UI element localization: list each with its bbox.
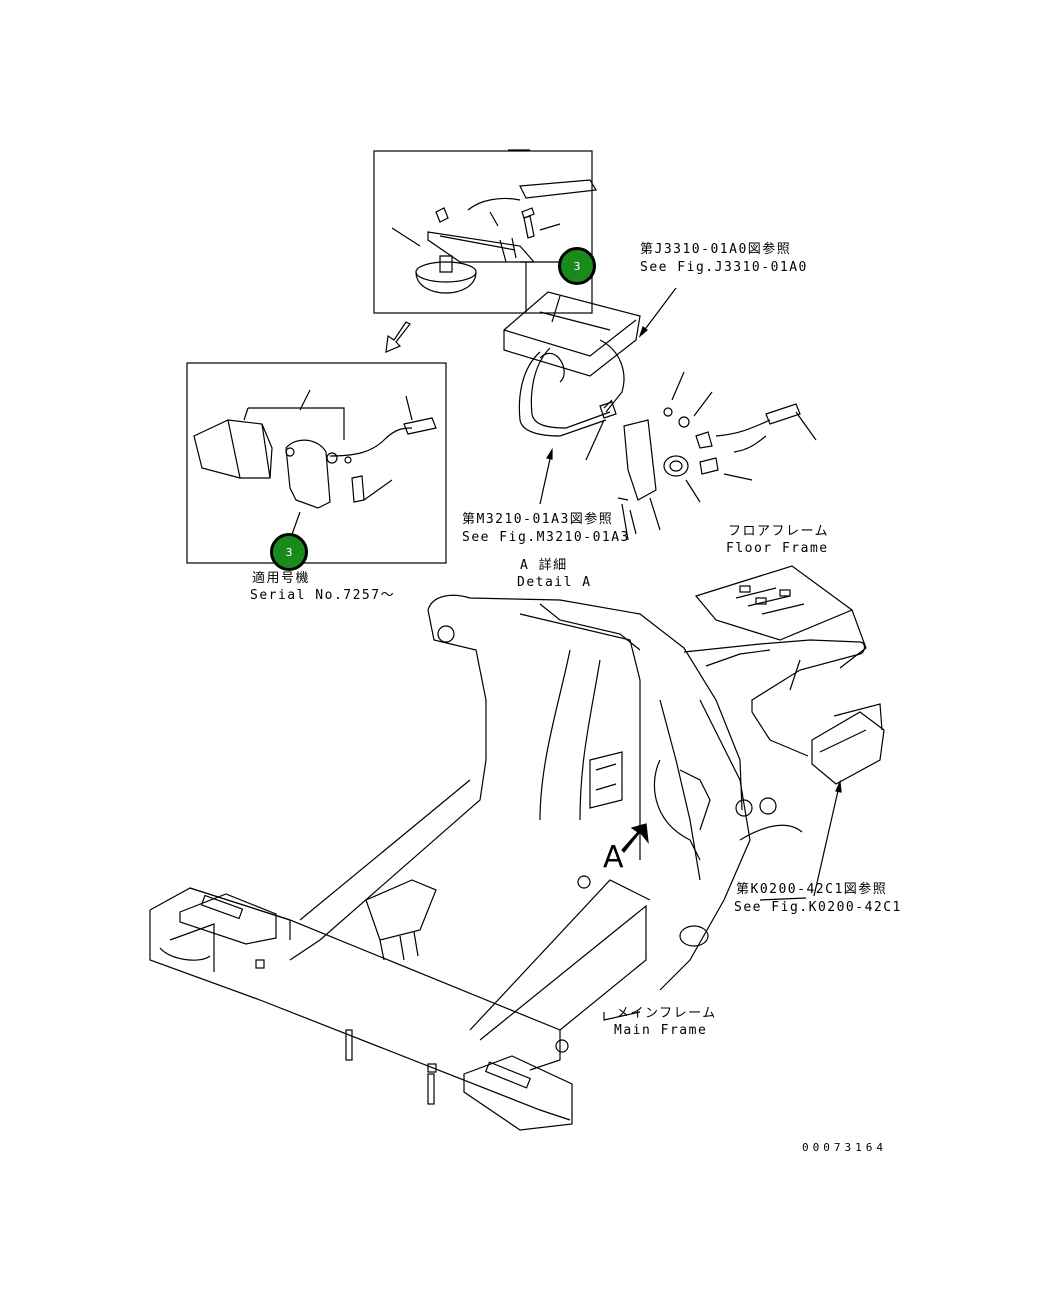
floor-frame-en: Floor Frame [726,541,829,556]
detail-a-en: Detail A [517,575,592,590]
transfer-arrow [385,321,411,353]
serial-jp: 適用号機 [252,571,311,586]
main-frame-en: Main Frame [614,1023,708,1038]
floor-frame-jp: フロアフレーム [728,524,830,539]
ref-m3210-en: See Fig.M3210-01A3 [462,530,630,545]
top-detail-box [373,149,597,314]
ref-j3310-en: See Fig.J3310-01A0 [640,260,808,275]
ref-m3210-jp: 第M3210-01A3図参照 [462,512,614,527]
ref-k0200-jp: 第K0200-42C1図参照 [736,882,888,897]
detail-a-assembly [503,287,817,541]
serial-en: Serial No.7257～ [250,588,396,603]
callout-3-left[interactable]: 3 [270,533,308,571]
floor-frame [683,565,885,785]
ref-j3310-jp: 第J3310-01A0図参照 [640,242,792,257]
ref-k0200-en: See Fig.K0200-42C1 [734,900,902,915]
main-frame [149,594,842,1131]
callout-3-top[interactable]: 3 [558,247,596,285]
left-detail-box [186,362,447,564]
document-number: 00073164 [802,1141,887,1154]
view-letter-a: A [603,840,624,875]
detail-a-jp: A 詳細 [520,558,568,573]
main-frame-jp: メインフレーム [616,1006,717,1021]
